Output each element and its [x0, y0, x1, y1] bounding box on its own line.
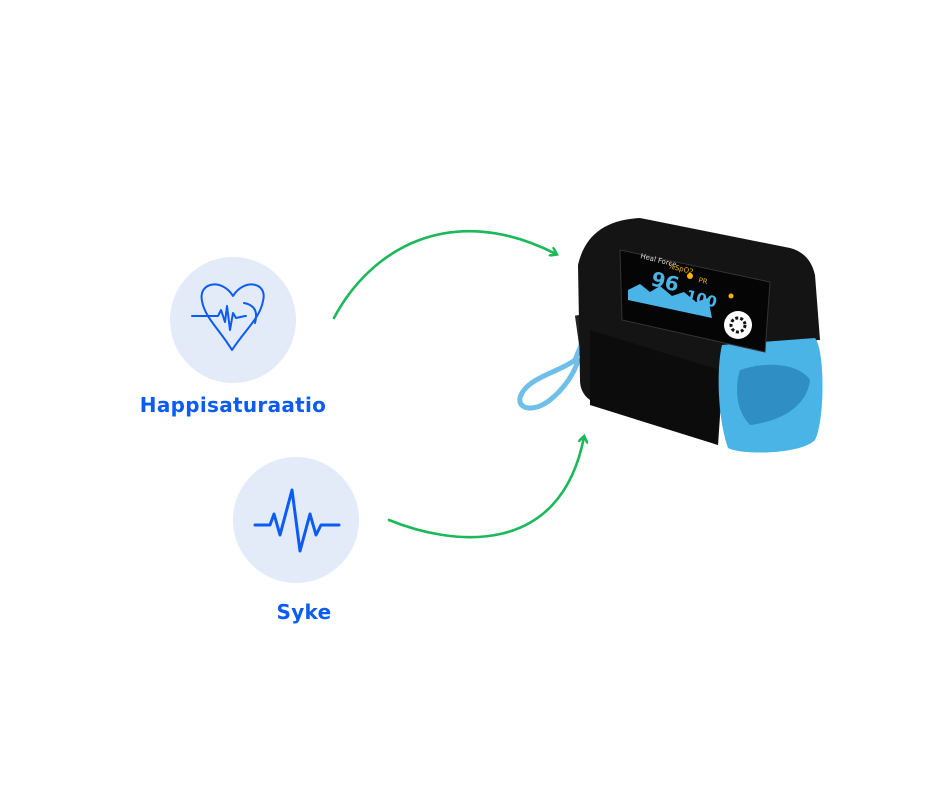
pulse-oximeter: Heal Force %SpO2 PR 96 100: [578, 218, 823, 453]
pulse-label: Syke: [276, 600, 332, 624]
oxygen-saturation-label: Happisaturaatio: [139, 393, 327, 417]
lanyard: [517, 314, 587, 411]
heartbeat-icon: [253, 488, 341, 553]
heart-pulse-icon: [191, 283, 265, 351]
oxygen-icon-circle: [170, 257, 296, 383]
arrow-pulse-to-device: [387, 437, 584, 539]
device-pr-label: PR: [698, 276, 709, 286]
arrow-oxygen-to-device: [332, 229, 556, 320]
